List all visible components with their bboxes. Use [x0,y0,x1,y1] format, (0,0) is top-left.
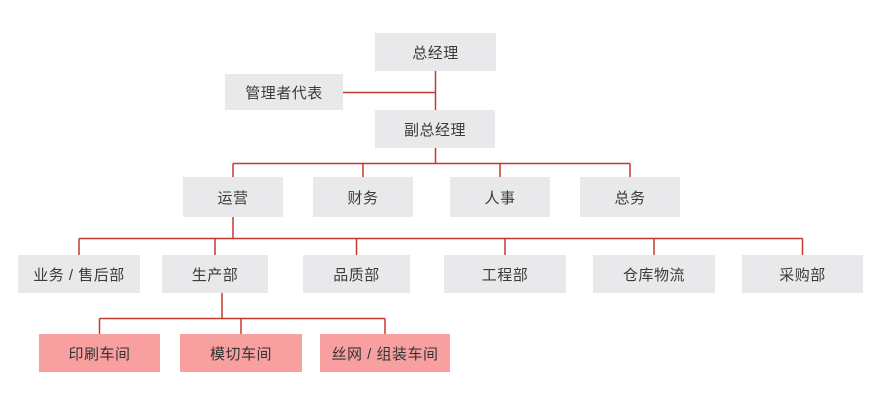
org-node-production: 生产部 [162,255,268,293]
org-node-operations: 运营 [183,177,283,217]
org-node-hr: 人事 [450,177,550,217]
org-node-quality: 品质部 [303,255,410,293]
org-node-general-affairs: 总务 [580,177,680,217]
org-node-warehouse-logistics: 仓库物流 [593,255,715,293]
org-node-diecutting-workshop: 模切车间 [180,334,302,372]
org-node-sales-aftersales: 业务 / 售后部 [18,255,140,293]
org-node-engineering: 工程部 [444,255,566,293]
org-node-purchasing: 采购部 [742,255,863,293]
org-node-general-manager: 总经理 [375,33,496,71]
org-node-finance: 财务 [313,177,413,217]
org-node-management-representative: 管理者代表 [225,74,343,110]
org-node-printing-workshop: 印刷车间 [39,334,160,372]
org-node-screen-assembly-workshop: 丝网 / 组装车间 [320,334,450,372]
org-node-deputy-general-manager: 副总经理 [375,110,495,148]
